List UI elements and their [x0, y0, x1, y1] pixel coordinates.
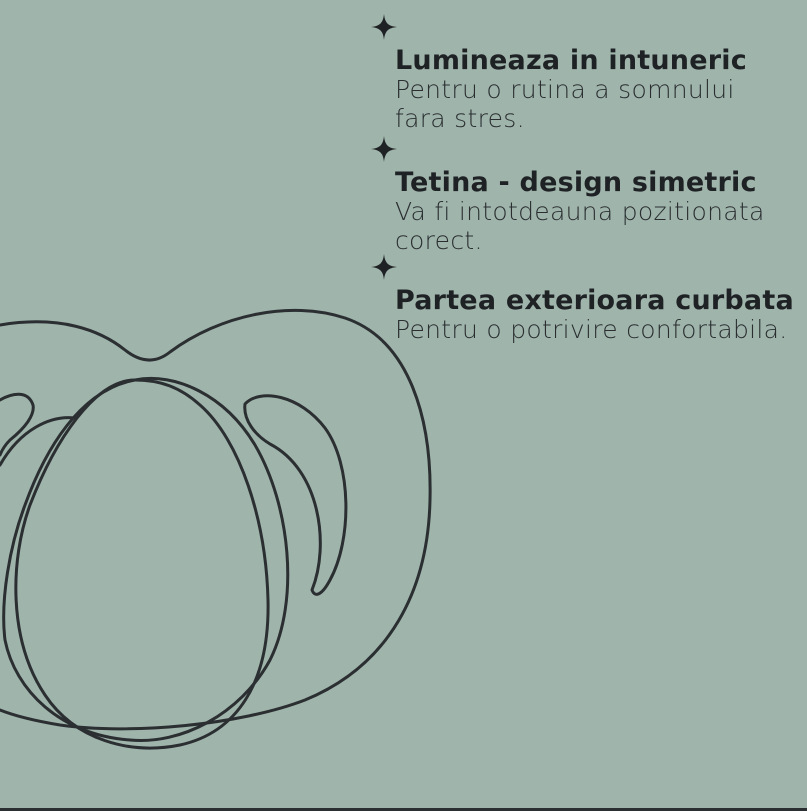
feature-item: Lumineaza in intuneric Pentru o rutina a… — [371, 14, 775, 133]
feature-item: Partea exterioara curbata Pentru o potri… — [371, 254, 794, 344]
feature-item: Tetina - design simetric Va fi intotdeau… — [371, 136, 775, 255]
sparkle-icon — [371, 14, 397, 40]
pacifier-left-handle — [0, 392, 35, 457]
bottom-divider — [0, 808, 807, 811]
pacifier-nipple — [14, 378, 270, 750]
feature-title: Tetina - design simetric — [395, 167, 757, 198]
feature-title: Partea exterioara curbata — [395, 285, 794, 316]
sparkle-icon — [371, 254, 397, 280]
feature-description: Pentru o potrivire confortabila. — [395, 315, 788, 344]
sparkle-icon — [371, 136, 397, 162]
pacifier-shield-outline — [0, 308, 432, 731]
feature-description: Va fi intotdeauna pozitionata corect. — [395, 197, 765, 255]
pacifier-inner-curve — [0, 416, 77, 467]
feature-title: Lumineaza in intuneric — [395, 45, 747, 76]
feature-description: Pentru o rutina a somnului fara stres. — [395, 75, 735, 133]
pacifier-right-handle — [243, 394, 348, 596]
pacifier-nipple-ring — [2, 376, 290, 743]
